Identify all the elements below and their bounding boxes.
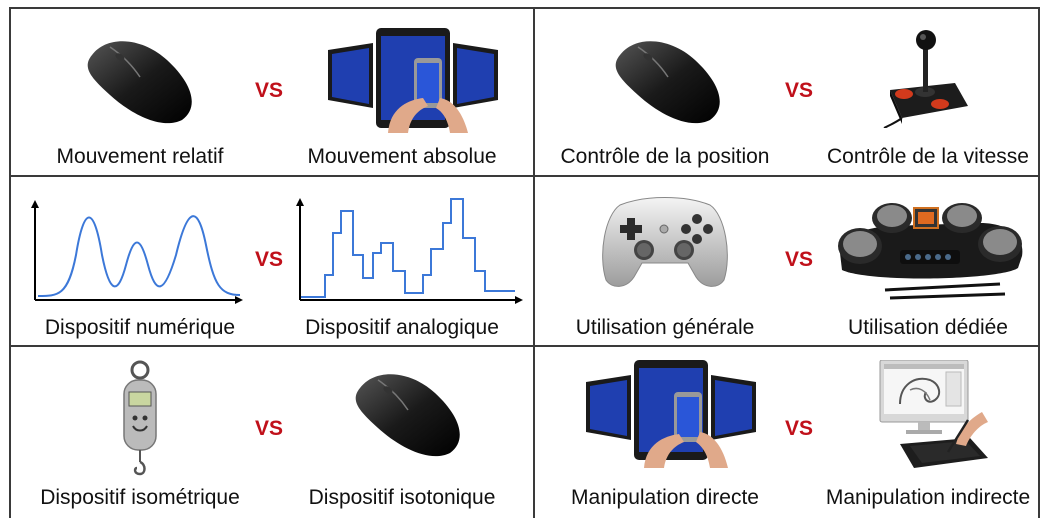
cell-left-label: Utilisation générale xyxy=(575,316,755,339)
row-divider-2 xyxy=(9,345,1040,347)
cell-left-label: Manipulation directe xyxy=(571,486,759,509)
vs-label: VS xyxy=(784,417,813,440)
mouse-icon xyxy=(615,41,720,124)
drum-pad-icon xyxy=(838,203,1023,300)
cell-right-label: Dispositif analogique xyxy=(305,316,499,339)
column-divider xyxy=(533,7,535,518)
cell-right-label: Manipulation indirecte xyxy=(825,486,1031,509)
cell-right-label: Dispositif isotonique xyxy=(308,486,496,509)
cell-left-label: Dispositif isométrique xyxy=(40,486,240,509)
cell-left-label: Contrôle de la position xyxy=(560,145,770,168)
vs-label: VS xyxy=(784,79,813,102)
step-signal-graph-icon xyxy=(296,198,523,304)
mouse-icon xyxy=(355,374,460,457)
multi-touch-devices-icon xyxy=(586,360,756,468)
cell-right-label: Mouvement absolue xyxy=(307,145,497,168)
gamepad-icon xyxy=(602,197,728,287)
vs-label: VS xyxy=(254,79,283,102)
hanging-scale-icon xyxy=(123,360,157,476)
cell-right-label: Contrôle de la vitesse xyxy=(827,145,1029,168)
vs-label: VS xyxy=(254,248,283,271)
vs-label: VS xyxy=(784,248,813,271)
grid-frame xyxy=(9,7,1040,518)
mouse-icon xyxy=(87,41,192,124)
row-divider-1 xyxy=(9,175,1040,177)
drawing-tablet-icon xyxy=(879,360,988,468)
cell-right-label: Utilisation dédiée xyxy=(848,316,1008,339)
cell-left-label: Mouvement relatif xyxy=(56,145,224,168)
vs-label: VS xyxy=(254,417,283,440)
cell-left-label: Dispositif numérique xyxy=(44,316,236,339)
joystick-icon xyxy=(883,30,968,128)
smooth-curve-graph-icon xyxy=(31,200,243,304)
multi-touch-devices-icon xyxy=(328,28,498,133)
